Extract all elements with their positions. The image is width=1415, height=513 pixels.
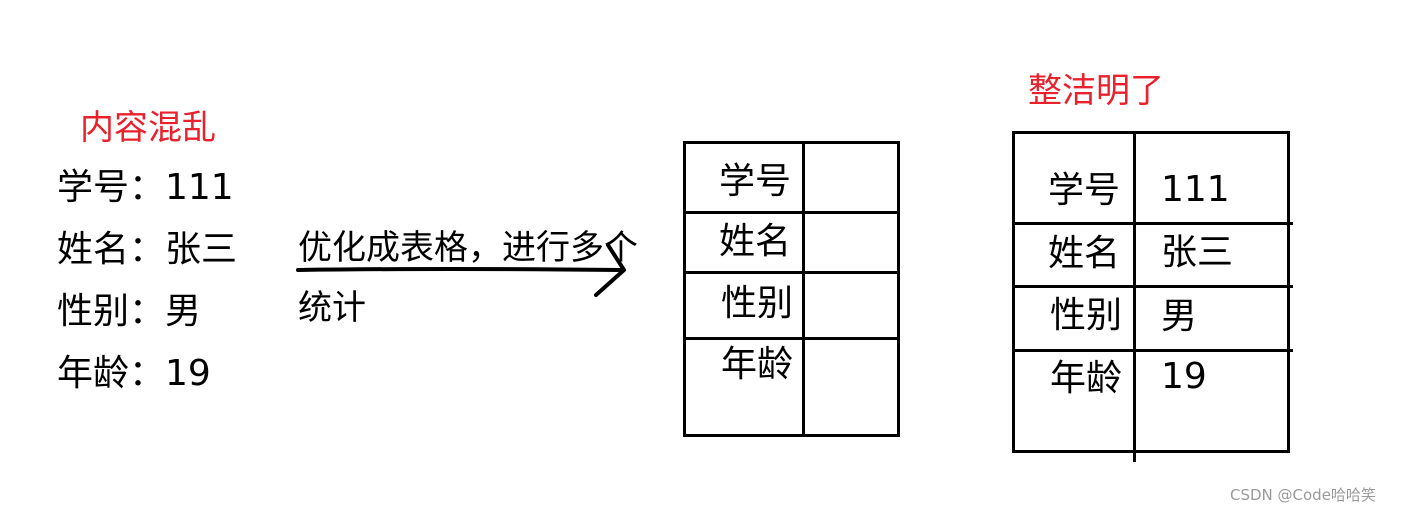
right-table-label-age: 年龄 (1050, 358, 1123, 399)
middle-table-row-divider (686, 337, 900, 340)
right-table-row-divider (1015, 285, 1293, 288)
left-title: 内容混乱 (80, 108, 216, 148)
middle-table: 学号 姓名 性别 年龄 (683, 141, 900, 437)
middle-table-column-divider (802, 144, 805, 437)
middle-table-label-name: 姓名 (719, 221, 792, 262)
middle-table-label-gender: 性别 (721, 283, 794, 324)
arrow-label-line1: 优化成表格，进行多个 (298, 228, 638, 268)
watermark: CSDN @Code哈哈笑 (1230, 486, 1376, 504)
right-table-label-name: 姓名 (1048, 233, 1121, 274)
right-arrow-icon (296, 243, 626, 297)
right-table-label-gender: 性别 (1050, 295, 1123, 336)
left-line-age: 年龄：19 (57, 353, 211, 394)
middle-table-row-divider (686, 211, 900, 214)
right-table-value-name: 张三 (1161, 232, 1234, 273)
right-table-row-divider (1015, 222, 1293, 225)
right-table-column-divider (1133, 134, 1136, 462)
right-table: 学号 姓名 性别 年龄 111 张三 男 19 (1012, 131, 1293, 462)
arrow-label-line2: 统计 (298, 288, 366, 328)
right-table-value-gender: 男 (1161, 296, 1198, 337)
left-line-student-id: 学号：111 (57, 167, 234, 208)
right-title: 整洁明了 (1028, 71, 1164, 111)
right-table-value-student-id: 111 (1161, 169, 1230, 210)
middle-table-label-age: 年龄 (721, 344, 794, 385)
right-table-row-divider (1015, 349, 1293, 352)
middle-table-row-divider (686, 271, 900, 274)
middle-table-label-student-id: 学号 (719, 161, 792, 202)
left-line-name: 姓名：张三 (57, 229, 238, 270)
right-table-label-student-id: 学号 (1048, 170, 1121, 211)
right-table-value-age: 19 (1161, 356, 1207, 397)
left-line-gender: 性别：男 (57, 291, 202, 332)
